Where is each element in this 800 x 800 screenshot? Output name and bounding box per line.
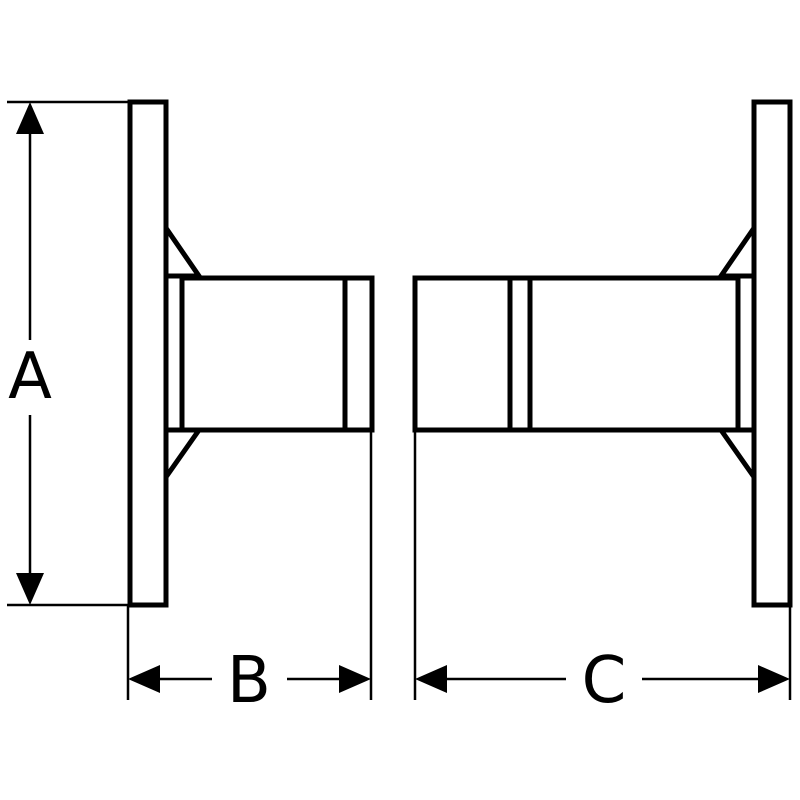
dimension-a	[7, 100, 130, 607]
left-flange	[127, 99, 169, 608]
dim-a-label: A	[8, 340, 52, 414]
left-lower-gusset	[163, 427, 204, 485]
dim-b-arrow-left	[128, 665, 160, 693]
left-body	[179, 275, 375, 433]
dim-c-arrow-right	[758, 665, 790, 693]
dimension-b	[126, 430, 373, 700]
left-part	[127, 99, 375, 608]
right-upper-gusset	[716, 219, 757, 279]
right-flange	[751, 99, 793, 608]
dim-b-arrow-right	[339, 665, 371, 693]
dim-c-label: C	[582, 644, 627, 718]
right-lower-gusset	[716, 427, 757, 485]
dimension-c	[413, 430, 792, 700]
dim-a-arrow-down	[16, 573, 44, 605]
left-upper-gusset	[163, 219, 204, 279]
dim-b-label: B	[227, 644, 271, 718]
dim-a-arrow-up	[16, 102, 44, 134]
right-part	[412, 99, 793, 608]
right-body	[412, 275, 741, 433]
dim-c-arrow-left	[415, 665, 447, 693]
